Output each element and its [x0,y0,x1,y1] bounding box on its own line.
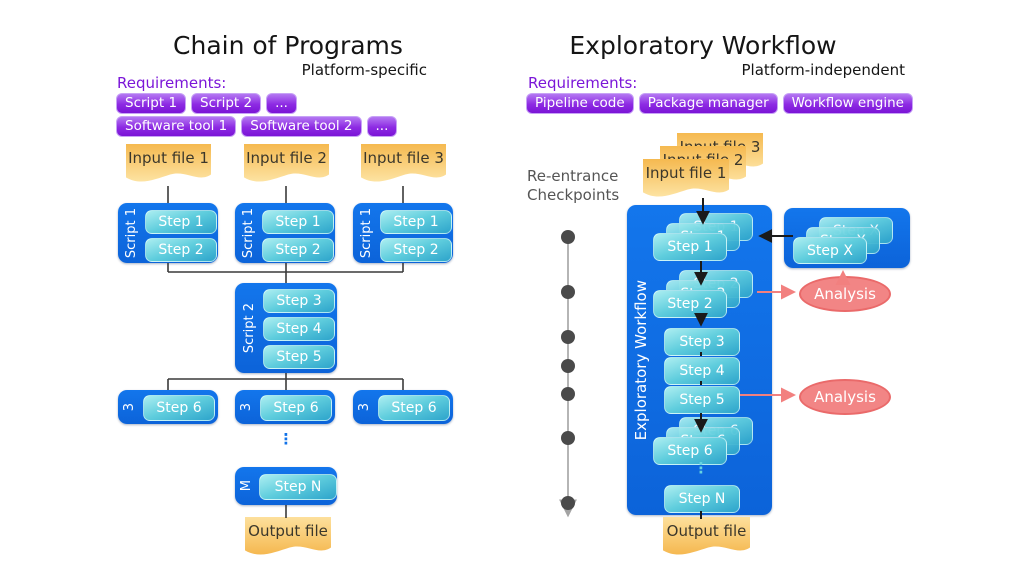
script3-label: 3 [356,402,372,412]
output-file-shape-right: Output file [663,517,750,559]
step3-button: Step 3 [664,328,740,356]
left-badge-row-1: Script 1 Script 2 ... [116,93,297,114]
badge-software-tool-1: Software tool 1 [116,116,237,137]
step-button: Step N [259,474,337,500]
badge-script-1: Script 1 [116,93,187,114]
step-button: Step 2 [380,238,452,262]
step-button: Step 3 [263,289,335,313]
script2-box: Script 2 Step 3 Step 4 Step 5 [235,283,337,373]
document-wave-icon [126,144,211,182]
input-file-label: Input file 3 [363,149,444,167]
script-label-strip: 3 [118,390,140,424]
step-button: Step 6 [260,395,332,421]
analysis-ellipse-2: Analysis [799,379,891,415]
step-button: Step 2 [145,238,217,262]
script3-box-b: 3 Step 6 [235,390,335,424]
badge-pipeline-code: Pipeline code [526,93,634,114]
script-label-strip: Script 1 [235,203,261,263]
input-file-label: Input file 2 [246,149,327,167]
output-file-label: Output file [248,522,328,540]
script3-box-c: 3 Step 6 [353,390,453,424]
script-label-strip: 3 [235,390,257,424]
step2-card-front: Step 2 [653,290,727,318]
left-subtitle: Platform-specific [301,61,427,79]
right-requirements-label: Requirements: [528,74,638,92]
step5-button: Step 5 [664,386,740,414]
input-file-label: Input file 1 [128,149,209,167]
vertical-ellipsis: ⋮ [693,459,709,477]
script-label-strip: M [235,467,257,505]
input-file-2-shape: Input file 2 [244,144,329,186]
left-badge-row-2: Software tool 1 Software tool 2 ... [116,116,398,137]
exploratory-workflow-box: Exploratory Workflow Step 1 Step 1 Step … [627,205,772,515]
script-label-strip: Script 1 [353,203,379,263]
script1-box-c: Script 1 Step 1 Step 2 [353,203,453,263]
output-file-label: Output file [666,522,747,540]
scriptM-label: M [238,480,254,492]
document-wave-icon [361,144,446,182]
step-button: Step 2 [262,238,334,262]
step-button: Step 4 [263,317,335,341]
input-file-3-shape: Input file 3 [361,144,446,186]
document-wave-icon [244,144,329,182]
output-file-shape-left: Output file [245,517,331,559]
badge-software-tool-2: Software tool 2 [241,116,362,137]
input-file-1-shape: Input file 1 [126,144,211,186]
document-wave-icon [643,159,729,197]
right-title: Exploratory Workflow [569,31,837,60]
badge-script-2: Script 2 [191,93,262,114]
script1-label: Script 1 [240,207,256,259]
script3-label: 3 [238,402,254,412]
step-button: Step 1 [262,210,334,234]
script-label-strip: Script 1 [118,203,144,263]
exploratory-workflow-label: Exploratory Workflow [631,279,650,441]
step-button: Step 6 [143,395,215,421]
input-file-1-shape-right: Input file 1 [643,159,729,201]
document-wave-icon [245,517,331,555]
left-requirements-label: Requirements: [117,74,227,92]
right-subtitle: Platform-independent [741,61,906,79]
badge-software-tools-more: ... [366,116,398,137]
step4-button: Step 4 [664,357,740,385]
left-title: Chain of Programs [173,31,403,60]
step6-card-front: Step 6 [653,437,727,465]
step-button: Step 1 [145,210,217,234]
scriptM-box: M Step N [235,467,337,505]
step-button: Step 1 [380,210,452,234]
document-wave-icon [663,517,750,555]
script-label-strip: Script 2 [235,283,263,373]
reentrance-checkpoints-label: Re-entrance Checkpoints [527,167,620,204]
input-file-label: Input file 1 [645,164,727,182]
analysis-ellipse-1: Analysis [799,276,891,312]
step1-card-front: Step 1 [653,233,727,261]
script3-label: 3 [121,402,137,412]
checkpoint-timeline [559,230,577,518]
script2-label: Script 2 [241,302,257,354]
script1-box-b: Script 1 Step 1 Step 2 [235,203,335,263]
vertical-ellipsis: ⋮ [278,430,294,448]
step-button: Step 6 [378,395,450,421]
script1-label: Script 1 [123,207,139,259]
stepX-box: Step X Step X Step X [784,208,910,268]
right-badge-row: Pipeline code Package manager Workflow e… [526,93,913,114]
script-label-strip: 3 [353,390,375,424]
script3-box-a: 3 Step 6 [118,390,218,424]
script1-label: Script 1 [358,207,374,259]
badge-scripts-more: ... [266,93,297,114]
step-button: Step 5 [263,345,335,369]
script1-box-a: Script 1 Step 1 Step 2 [118,203,218,263]
stepN-button: Step N [664,485,740,513]
badge-package-manager: Package manager [638,93,778,114]
stepX-card-front: Step X [793,237,867,264]
workflow-label-strip: Exploratory Workflow [627,205,654,515]
badge-workflow-engine: Workflow engine [782,93,913,114]
